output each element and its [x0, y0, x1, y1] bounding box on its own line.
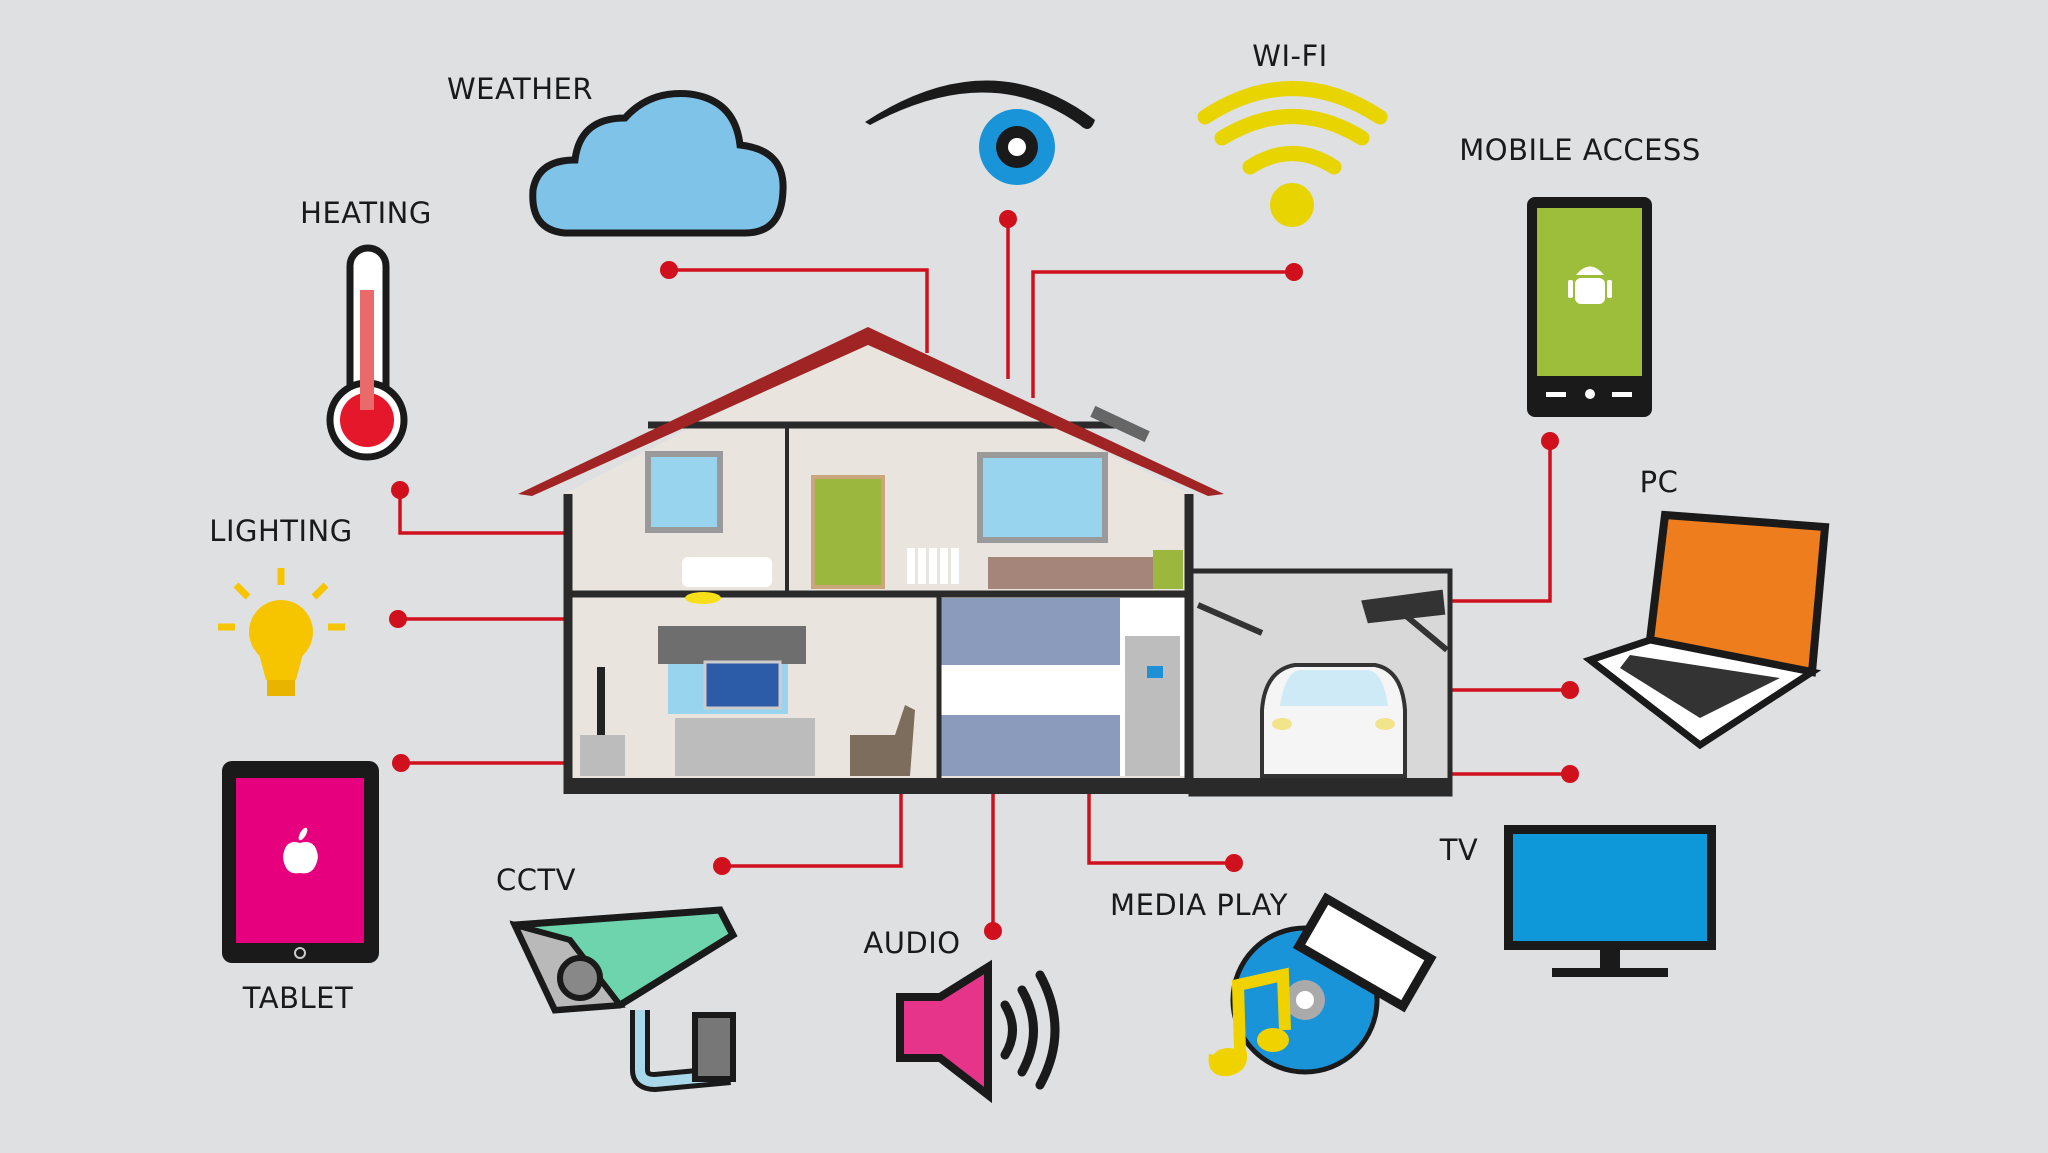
tv-stand [580, 735, 625, 776]
connector-weather [669, 268, 929, 353]
label-tablet: TABLET [242, 981, 354, 1015]
dot-eye [999, 210, 1017, 228]
connectors [398, 219, 1570, 931]
label-tv: TV [1439, 833, 1479, 867]
thermometer-icon [326, 244, 408, 461]
media-disc-film-icon [1208, 892, 1437, 1077]
eye-icon [865, 80, 1095, 185]
house-illustration [518, 327, 1453, 797]
dot-pc [1561, 681, 1579, 699]
dot-cctv [713, 857, 731, 875]
connector-mobile [1450, 441, 1552, 603]
wifi-icon [1197, 81, 1388, 227]
dot-mobile [1541, 432, 1559, 450]
label-mobile-access: MOBILE ACCESS [1459, 133, 1701, 167]
desk [675, 718, 815, 776]
connector-wifi [1031, 270, 1294, 398]
connector-cctv [722, 794, 903, 868]
label-lighting: LIGHTING [209, 514, 353, 548]
bed [988, 557, 1153, 589]
label-wifi: WI-FI [1252, 39, 1328, 73]
label-media-play: MEDIA PLAY [1110, 888, 1288, 922]
laptop-icon [1582, 510, 1830, 750]
dot-wifi [1285, 263, 1303, 281]
speaker-icon [896, 959, 1060, 1104]
connector-dots [389, 210, 1579, 940]
monitor [703, 660, 782, 710]
label-weather: WEATHER [446, 72, 594, 106]
dot-tablet [392, 754, 410, 772]
window [977, 452, 1108, 543]
wardrobe [811, 475, 885, 589]
label-heating: HEATING [300, 196, 432, 230]
connector-media [1087, 794, 1234, 865]
fridge [1125, 636, 1180, 776]
bathtub [682, 557, 772, 587]
car [1260, 663, 1407, 778]
house-walls [563, 421, 1452, 794]
dot-lighting [389, 610, 407, 628]
tv-icon [1504, 825, 1716, 977]
armchair [850, 705, 915, 776]
weather-cloud-icon [529, 90, 787, 237]
lightbulb-icon [218, 568, 345, 696]
dot-audio [984, 922, 1002, 940]
dot-tv [1561, 765, 1579, 783]
dot-weather [660, 261, 678, 279]
garage-cctv-camera [1361, 589, 1449, 653]
solar-panel [1090, 405, 1150, 443]
mobile-android-icon [1527, 197, 1652, 417]
connector-heating [398, 490, 564, 535]
dot-media [1225, 854, 1243, 872]
window-blind [658, 626, 806, 664]
label-cctv: CCTV [495, 863, 577, 897]
tablet-apple-icon [222, 761, 379, 963]
dot-heating [391, 481, 409, 499]
radiator [907, 548, 959, 584]
label-audio: AUDIO [863, 926, 961, 960]
label-pc: PC [1639, 465, 1679, 499]
cctv-camera-icon [509, 906, 738, 1093]
window [645, 451, 723, 533]
